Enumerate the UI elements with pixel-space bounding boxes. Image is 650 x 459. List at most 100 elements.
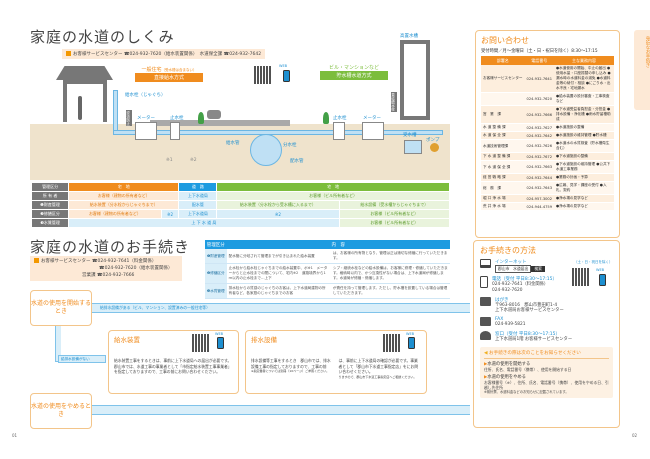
no-equipment-arrow: 給排水設備がない	[58, 355, 106, 363]
inquiry-work: ●水道水の水質検査（貯水槽衛生含む）	[554, 139, 614, 153]
inquiry-work: ●広報、見学・講座の受付 ●入札、契約	[554, 181, 614, 195]
inquiry-tel: 024-932-7620	[524, 92, 554, 106]
check-valve-label: 逆流防止	[126, 110, 132, 127]
inquiry-dept: 営 業 課	[481, 105, 525, 124]
search-input[interactable]: 郡山市 水道届出	[495, 265, 532, 273]
counter-staff-icon	[480, 330, 491, 340]
inquiry-row: 024-932-7620●給水装置の設計審査・工事検査など	[481, 92, 614, 106]
inquiry-dept: 経 営 戦 略 課	[481, 173, 525, 182]
phone-book-icon	[66, 51, 71, 56]
smartphone-icon	[408, 337, 415, 349]
inquiry-dept: 下 水 道 整 備 課	[481, 152, 525, 161]
inquiry-dept: 水 道 保 全 課	[481, 131, 525, 140]
inquiry-tel: 024-932-7626	[524, 139, 554, 153]
inquiry-tel: 024-932-7663	[524, 160, 554, 174]
receiving-tank	[404, 140, 422, 154]
smartphone-icon	[217, 337, 224, 349]
smartphone-icon	[283, 70, 290, 82]
building-method: ビル・マンションなど 貯水槽水道方式	[320, 64, 388, 80]
flow-pipe-stop	[90, 405, 470, 415]
inquiry-tel: 024-932-7672	[524, 152, 554, 161]
inquiry-work: ●下水道施設の維持管理 ●公共下水道工事業務	[554, 160, 614, 174]
house	[63, 80, 107, 122]
laptop-icon	[480, 259, 491, 268]
pump-icon	[430, 143, 439, 152]
inquiry-dept: 総 務 課	[481, 181, 525, 195]
search-button[interactable]: 検索	[531, 266, 545, 272]
inquiry-work: ●浄水場の見学など	[554, 202, 614, 211]
meter-box-2	[362, 122, 384, 140]
management-table: 管理区分宅 地道 路宅 地 所 有 者お客様（建物の所有者など）上下水道局お客様…	[30, 182, 451, 228]
inquiry-dept: 荒 井 浄 水 場	[481, 202, 525, 211]
flow-stop-button[interactable]: 水道の使用をやめるとき	[30, 393, 92, 429]
person-icon	[78, 96, 82, 120]
notice-panel: ◀ お手続きの際は次のことをお知らせください ▶水道の使用を開始する 住所、氏名…	[480, 346, 613, 398]
contact-bar-system: お客様サービスセンター ☎024-932-7620（給水装置関係） 水道保全課 …	[62, 49, 266, 59]
inquiry-work: ●水道使用の開始、中止の届出 ●使用水量・口座振替の申し込み ●漏水時の水道料金…	[554, 65, 614, 93]
arrow-icon: ▶	[484, 374, 488, 380]
house-roof	[56, 66, 113, 80]
inquiry-tel: 024-932-7642	[524, 131, 554, 140]
card-water-supply: 給水装置 WEB 給水装置工事をするときは、事前に上下水道局への届出が必要です。…	[108, 330, 239, 394]
inquiry-work: ●水道施設の維持管理 ●貯水槽	[554, 131, 614, 140]
qr-code	[192, 334, 210, 352]
inquiry-dept: 堀 口 浄 水 場	[481, 194, 525, 203]
inquiry-tel: 024-957-3002	[524, 194, 554, 203]
tree-icon	[323, 112, 329, 124]
inquiry-tel: 024-932-7643	[524, 181, 554, 195]
inquiry-work: ●水道施設の整備	[554, 123, 614, 132]
inquiry-dept: 下 水 道 保 全 課	[481, 160, 525, 174]
inquiry-work: ●下水道施設の整備	[554, 152, 614, 161]
side-tab[interactable]: 身近なお手続き	[634, 30, 650, 110]
flow-pipe-start	[90, 303, 470, 313]
inquiry-box: お問い合わせ 受付時間／月〜金曜日（土・日・祝日を除く）8:30〜17:15 部…	[475, 30, 620, 238]
arrow-icon: ▶	[484, 361, 488, 367]
direct-supply-tag: 直接給水方式	[135, 73, 203, 82]
qr-code	[383, 334, 401, 352]
qr-code	[254, 66, 272, 84]
page-title-procedures: 家庭の水道のお手続き	[30, 238, 191, 256]
building	[400, 40, 430, 120]
page-number: 02	[632, 433, 638, 438]
smartphone-icon	[599, 274, 606, 286]
inquiry-tel: 024-932-7644	[524, 173, 554, 182]
stopcock-box-2	[333, 122, 345, 140]
fax-icon	[480, 317, 491, 327]
house-method: 一般住宅（受水槽は含まない） 直接給水方式	[135, 66, 203, 82]
inquiry-tel: 024-932-7627	[524, 123, 554, 132]
inquiry-tel: 024-932-7666	[524, 105, 554, 124]
inquiry-work: ●業務の計画・予算	[554, 173, 614, 182]
inquiry-work: ●給水装置の設計審査・工事検査など	[554, 92, 614, 106]
inquiry-work: ●浄水場の見学など	[554, 194, 614, 203]
car-icon	[207, 110, 221, 119]
distribution-main	[250, 134, 282, 166]
inquiry-dept: 水道技術管理課	[481, 139, 525, 153]
tank-supply-tag: 貯水槽水道方式	[320, 71, 388, 80]
direct-valve-label: 直結給水栓	[391, 92, 397, 112]
inquiry-dept	[481, 92, 525, 106]
inquiry-tel: 024-944-4759	[524, 202, 554, 211]
inquiry-dept: お客様サービスセンター	[481, 65, 525, 93]
meter-box	[135, 122, 157, 140]
phone-book-icon	[34, 258, 39, 263]
page-title-system: 家庭の水道のしくみ	[30, 28, 175, 46]
card-drainage: 排水設備 WEB 排水設備等工事をするとき 郡山市では、排水設備工事の指定してお…	[245, 330, 427, 394]
contact-bar-procedures: お客様サービスセンター ☎024-932-7641（料金関係） ☎024-932…	[30, 256, 182, 282]
tree-icon	[198, 112, 204, 124]
flow-start-button[interactable]: 水道の使用を開始するとき	[30, 290, 92, 326]
road	[150, 120, 290, 126]
inquiry-dept: 水 道 整 備 課	[481, 123, 525, 132]
postbox-icon	[480, 296, 491, 306]
stopcock-box	[170, 122, 180, 140]
page-number: 01	[12, 433, 18, 438]
